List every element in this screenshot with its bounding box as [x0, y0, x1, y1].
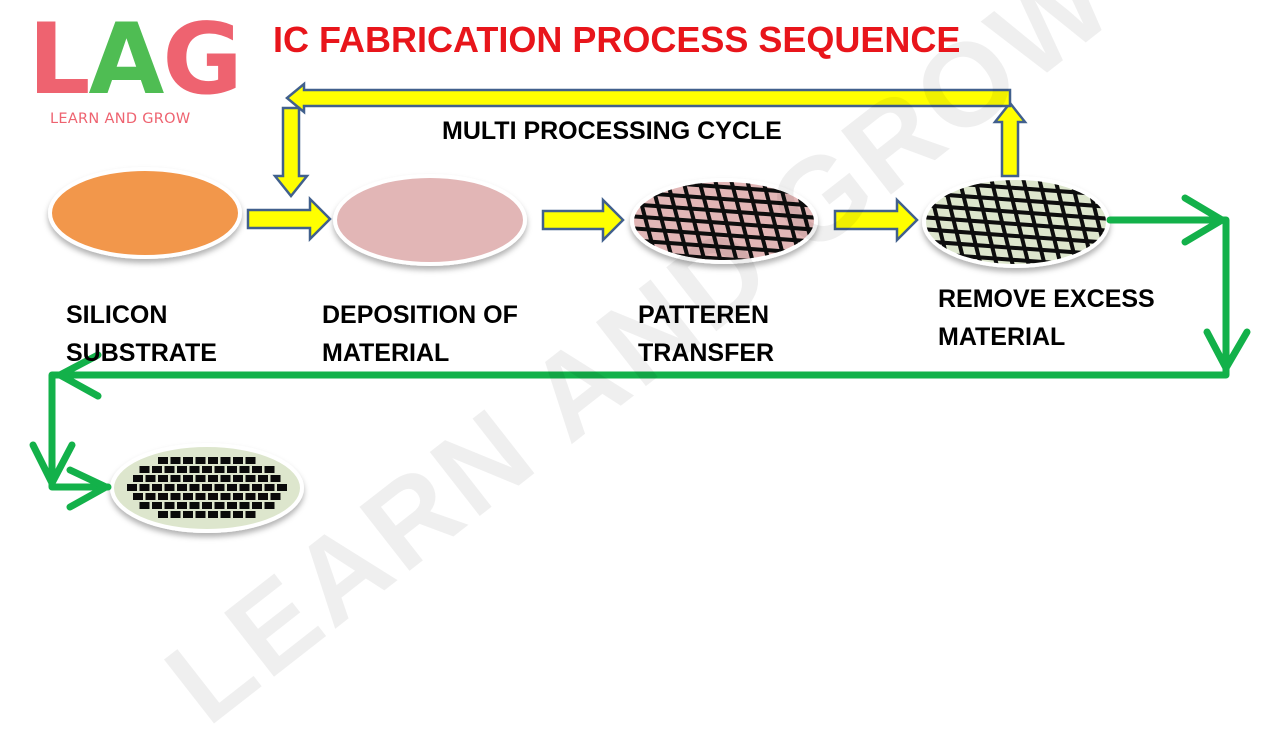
logo-tagline: LEARN AND GROW: [50, 111, 191, 127]
logo-letter-l: L: [28, 3, 90, 117]
step-label-pattern-transfer: PATTEREN TRANSFER: [638, 296, 774, 372]
cycle-arrow-top-bar: [285, 81, 1012, 115]
step-label-remove-excess: REMOVE EXCESS MATERIAL: [938, 280, 1155, 356]
cycle-arrow-down: [272, 106, 310, 199]
step-label-line: MATERIAL: [322, 339, 450, 367]
step-label-line: MATERIAL: [938, 323, 1066, 351]
step-label-line: TRANSFER: [638, 339, 775, 367]
deposited-material-wafer: [333, 174, 527, 266]
green-flow-path: [29, 194, 1251, 511]
cycle-label: MULTI PROCESSING CYCLE: [442, 117, 782, 145]
final-chip-array-wafer: [110, 443, 304, 533]
step-label-line: SUBSTRATE: [66, 339, 217, 367]
excess-removed-wafer: [922, 176, 1110, 268]
logo-letter-a: A: [88, 3, 164, 117]
page-title: IC FABRICATION PROCESS SEQUENCE: [273, 19, 961, 60]
arrow-step1-to-step2: [246, 195, 332, 243]
cycle-arrow-up: [992, 100, 1028, 178]
step-label-silicon-substrate: SILICON SUBSTRATE: [66, 296, 217, 372]
process-diagram: [29, 81, 1251, 533]
logo-letter-g: G: [162, 3, 242, 117]
step-label-line: PATTEREN: [638, 301, 770, 329]
silicon-substrate-wafer: [48, 167, 242, 259]
step-label-deposition: DEPOSITION OF MATERIAL: [322, 296, 518, 372]
arrow-step3-to-step4: [833, 196, 919, 244]
pattern-transfer-wafer: [630, 178, 818, 264]
step-label-line: REMOVE EXCESS: [938, 285, 1155, 313]
step-label-line: SILICON: [66, 301, 168, 329]
step-label-line: DEPOSITION OF: [322, 301, 518, 329]
arrow-step2-to-step3: [541, 196, 625, 244]
